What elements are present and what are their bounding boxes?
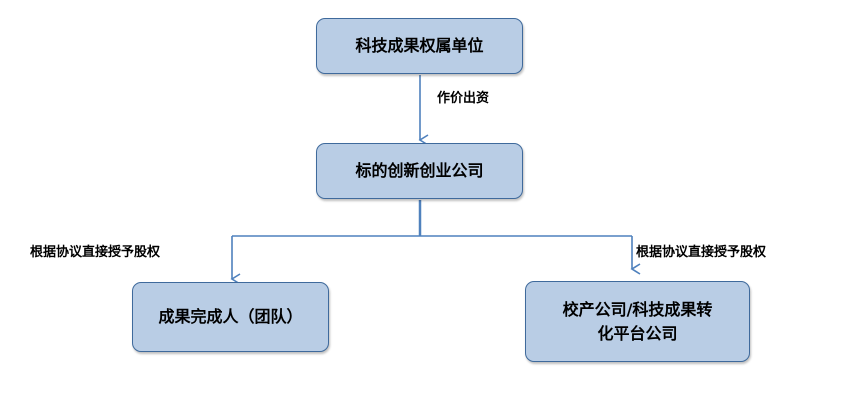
node-target-startup: 标的创新创业公司: [316, 143, 523, 199]
node-rights-holder: 科技成果权属单位: [316, 18, 523, 74]
node-achievement-team: 成果完成人（团队）: [132, 282, 329, 352]
edge-label-equity-grant-left: 根据协议直接授予股权: [30, 245, 161, 260]
edge-label-equity-grant-right: 根据协议直接授予股权: [636, 245, 767, 260]
node-achievement-team-label: 成果完成人（团队）: [158, 307, 303, 326]
node-university-company-line1: 校产公司/科技成果转: [562, 299, 713, 319]
node-university-company-text: 校产公司/科技成果转 化平台公司: [563, 298, 713, 346]
node-university-company-line2: 化平台公司: [597, 323, 678, 343]
node-target-startup-label: 标的创新创业公司: [355, 161, 484, 180]
node-rights-holder-label: 科技成果权属单位: [355, 36, 484, 55]
edge-label-capital-contribution: 作价出资: [437, 91, 490, 106]
node-university-company: 校产公司/科技成果转 化平台公司: [525, 281, 750, 362]
